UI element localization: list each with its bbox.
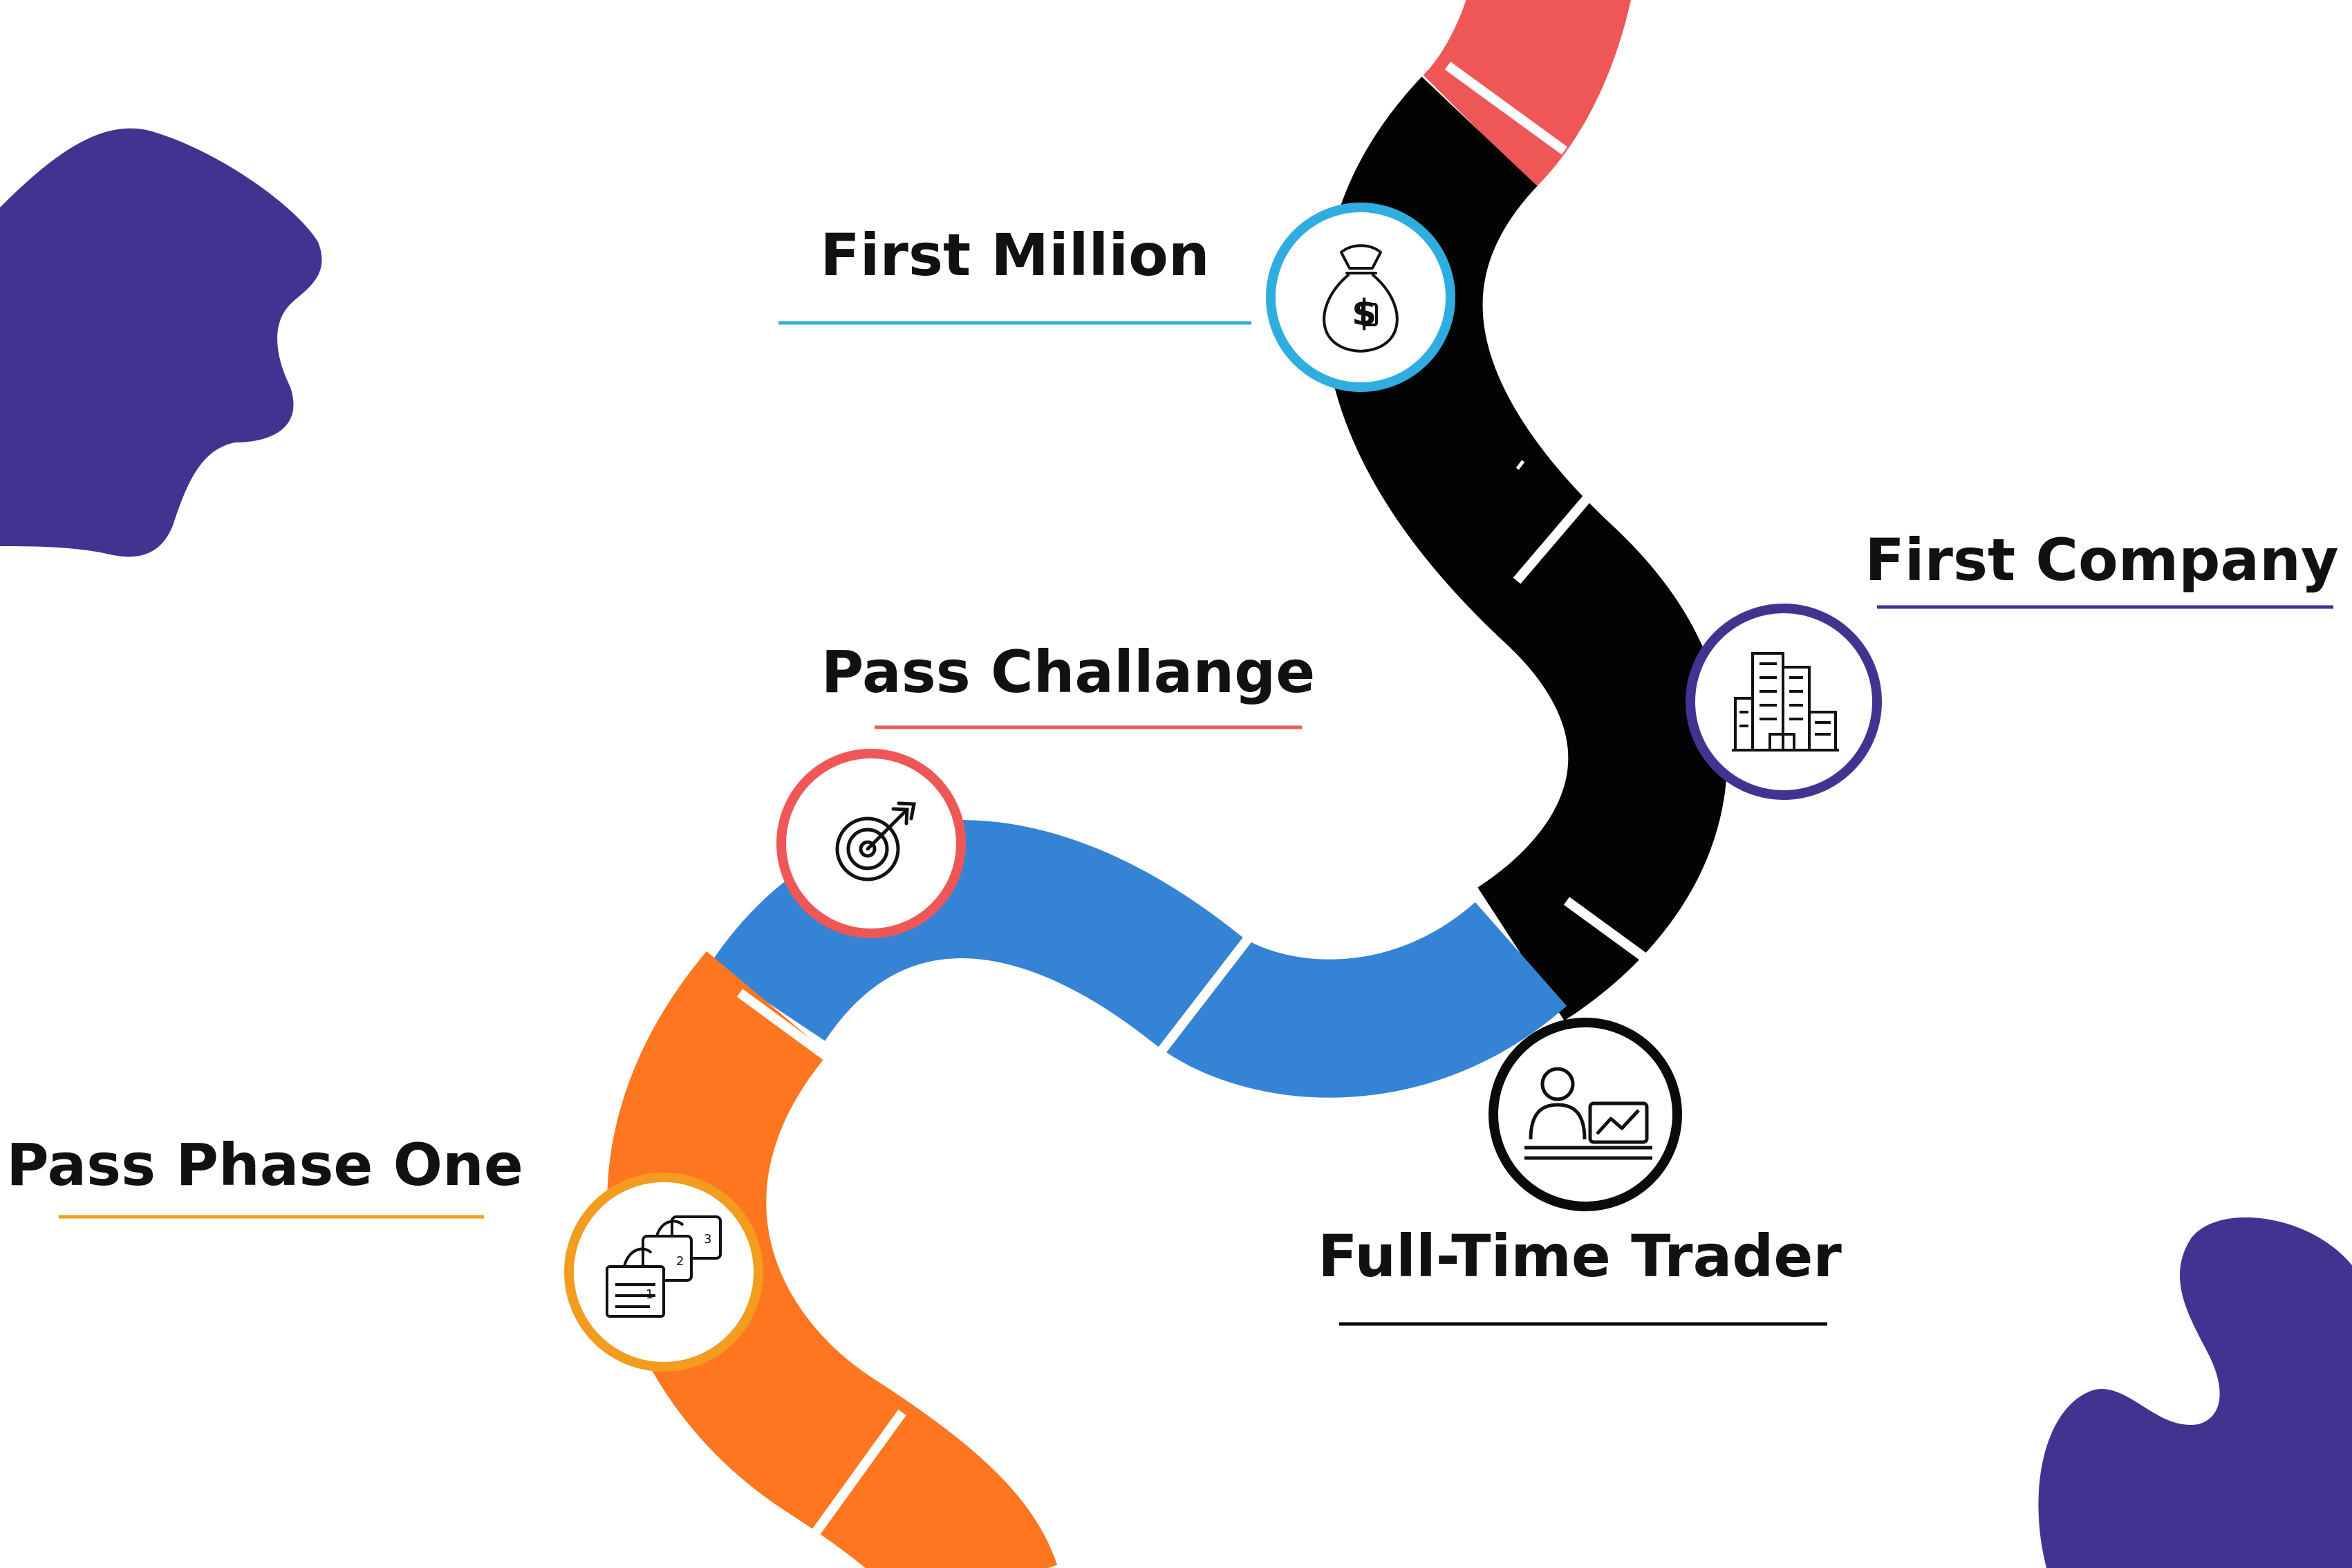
road-segment-orange: [607, 951, 1058, 1568]
road-separator: [1513, 460, 1621, 584]
full-time-trader-label: Full-Time Trader: [1318, 1222, 1842, 1290]
svg-text:1: 1: [646, 1287, 653, 1302]
road-separator: [1563, 897, 1688, 991]
trader-at-laptop-icon: [1524, 1067, 1652, 1160]
first-company-label: First Company: [1865, 526, 2339, 594]
office-buildings-icon: [1732, 652, 1839, 752]
stacked-checklist-icon: 3 2 1: [606, 1215, 722, 1318]
first-million-badge: $: [1266, 203, 1455, 392]
first-million-label: First Million: [820, 221, 1210, 289]
decorative-blob-top-left: [0, 128, 322, 557]
svg-text:$: $: [1352, 292, 1376, 334]
road-separator: [1515, 460, 1525, 470]
road-separator: [1444, 62, 1568, 155]
pass-challenge-badge: [776, 749, 966, 938]
target-dart-icon: [835, 801, 916, 881]
road-segment-red: [1421, 0, 1632, 188]
pass-challenge-label: Pass Challange: [821, 638, 1316, 706]
svg-text:2: 2: [676, 1254, 684, 1269]
road-separator: [803, 1409, 906, 1547]
full-time-trader-badge: [1488, 1018, 1682, 1211]
road-separator: [736, 989, 868, 1088]
pass-phase-one-badge: 3 2 1: [564, 1173, 763, 1372]
decorative-blob-bottom-right: [2038, 1217, 2352, 1568]
pass-phase-one-label: Pass Phase One: [6, 1131, 523, 1199]
money-bag-icon: $: [1323, 244, 1399, 353]
svg-text:3: 3: [704, 1232, 711, 1247]
road-separators: [736, 62, 1688, 1547]
road-separator: [1157, 926, 1259, 1054]
first-company-badge: [1686, 604, 1882, 800]
